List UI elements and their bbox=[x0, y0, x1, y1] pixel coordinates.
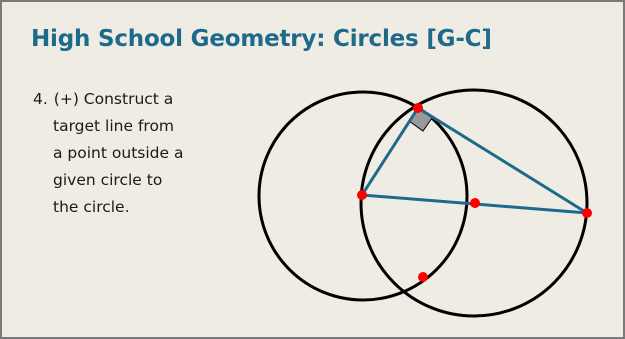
standard-line-1: 4. (+) Construct a bbox=[33, 86, 233, 113]
standard-text: 4. (+) Construct a target line from a poi… bbox=[33, 86, 233, 221]
standard-number: 4. bbox=[33, 90, 48, 108]
standard-text-line-5: the circle. bbox=[53, 198, 130, 216]
standard-text-line-1: (+) Construct a bbox=[53, 90, 174, 108]
standard-text-line-3: a point outside a bbox=[53, 144, 184, 162]
standard-text-line-4: given circle to bbox=[53, 171, 163, 189]
page-title: High School Geometry: Circles [G-C] bbox=[31, 26, 492, 52]
standard-text-line-2: target line from bbox=[53, 117, 175, 135]
